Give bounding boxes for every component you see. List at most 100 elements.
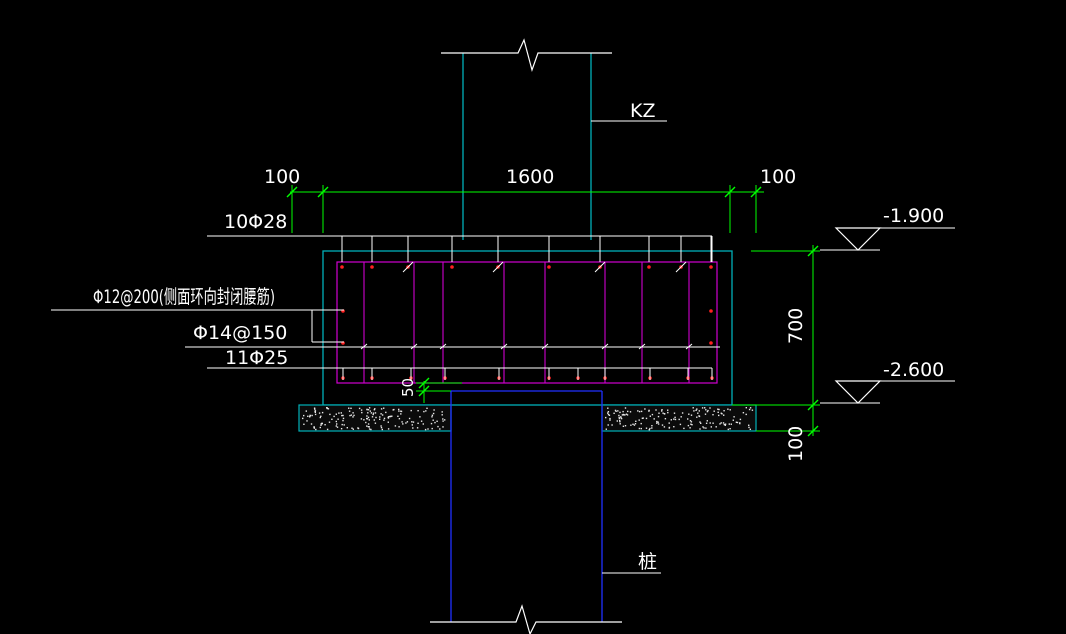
top-bar-8 <box>647 265 651 269</box>
cushion-speck <box>433 409 435 411</box>
cushion-speck <box>374 408 376 410</box>
cushion-speck <box>705 409 707 411</box>
cushion-speck <box>401 421 403 423</box>
cushion-speck <box>366 418 369 420</box>
cushion-speck <box>629 411 632 413</box>
cushion-speck <box>649 415 651 417</box>
cushion-speck <box>374 412 377 414</box>
cushion-speck <box>366 415 368 417</box>
cushion-speck <box>368 428 371 430</box>
top-bar-2 <box>370 265 374 269</box>
cushion-speck <box>663 426 666 428</box>
dim-tick-1 <box>286 186 298 198</box>
cushion-speck <box>444 419 446 421</box>
cushion-speck <box>387 417 390 419</box>
cushion-speck <box>642 417 644 419</box>
cushion-speck <box>618 416 620 419</box>
cushion-speck <box>640 427 642 430</box>
cushion-speck <box>358 407 361 410</box>
cushion-speck <box>441 411 443 413</box>
side-bars-label: Φ12@200(侧面环向封闭腰筋) <box>93 286 275 308</box>
cushion-speck <box>368 407 371 409</box>
cushion-speck <box>648 429 650 431</box>
cushion-speck <box>624 414 626 416</box>
cushion-speck <box>357 427 359 429</box>
cushion-speck <box>402 423 404 425</box>
bottom-bars-leader-drops <box>342 368 713 380</box>
cushion-speck <box>638 419 640 421</box>
cushion-speck <box>352 416 354 418</box>
cushion-speck <box>651 425 653 427</box>
cushion-speck <box>689 420 692 422</box>
cushion-speck <box>352 428 354 430</box>
cushion-speck <box>656 422 658 424</box>
cushion-speck <box>700 422 702 424</box>
cushion-speck <box>638 410 641 413</box>
cushion-speck <box>705 427 707 429</box>
cushion-speck <box>313 407 316 409</box>
cushion-speck <box>663 413 666 415</box>
cushion-speck <box>607 413 610 416</box>
right-tick-1 <box>807 245 819 257</box>
cushion-speck <box>688 413 690 415</box>
cushion-speck <box>366 417 368 420</box>
cushion-speck <box>342 414 344 417</box>
cushion-speck <box>690 414 693 416</box>
cushion-speck <box>392 409 394 411</box>
cushion-speck <box>651 413 654 416</box>
cushion-speck <box>709 407 711 409</box>
cushion-speck <box>728 423 730 425</box>
cushion-speck <box>309 414 311 417</box>
elevation-top-value: -1.900 <box>883 205 944 227</box>
cushion-speck <box>727 428 729 431</box>
rebar-outer-stirrup <box>336 261 718 384</box>
cushion-speck <box>702 426 704 428</box>
cushion-speck <box>342 419 344 422</box>
top-bar-tick-1 <box>402 261 414 273</box>
cushion-speck <box>441 414 443 416</box>
cushion-speck <box>609 419 611 421</box>
cushion-speck <box>627 410 629 413</box>
cushion-speck <box>419 416 421 418</box>
cushion-speck <box>373 419 375 421</box>
cushion-speck <box>331 418 333 420</box>
cushion-speck <box>729 428 731 430</box>
cushion-speck <box>430 422 433 425</box>
cushion-speck <box>729 409 731 411</box>
cushion-speck <box>337 418 339 420</box>
cushion-speck <box>352 412 354 414</box>
cushion-speck <box>673 412 676 414</box>
cushion-speck <box>617 410 619 412</box>
cushion-speck <box>701 407 704 409</box>
cushion-speck <box>668 427 670 429</box>
cushion-speck <box>619 421 621 423</box>
cushion-speck <box>634 423 637 425</box>
cushion-speck <box>405 422 407 424</box>
dim-left-offset: 100 <box>264 166 300 188</box>
cushion-speck <box>607 412 609 414</box>
cushion-speck <box>607 407 609 409</box>
cushion-speck <box>607 424 609 426</box>
cushion-speck <box>398 408 400 411</box>
cushion-speck <box>724 424 726 426</box>
cushion-speck <box>391 415 393 417</box>
cushion-speck <box>439 428 441 430</box>
dim-tick-2 <box>317 186 329 198</box>
cushion-speck <box>638 427 641 430</box>
cushion-speck <box>657 415 660 418</box>
cushion-speck <box>434 421 436 424</box>
cushion-speck <box>722 422 725 424</box>
top-bar-4 <box>450 265 454 269</box>
cushion-speck <box>363 419 365 421</box>
cushion-speck <box>367 416 370 419</box>
cushion-speck <box>381 414 384 416</box>
cushion-speck <box>420 420 423 422</box>
cushion-speck <box>303 423 305 425</box>
cushion-speck <box>658 412 660 414</box>
cushion-speck <box>704 413 707 415</box>
pile-embed-dimension: 50 <box>399 377 462 403</box>
right-tick-2 <box>807 399 819 411</box>
cushion-speck <box>367 412 369 414</box>
rebar-leaders <box>51 235 720 380</box>
